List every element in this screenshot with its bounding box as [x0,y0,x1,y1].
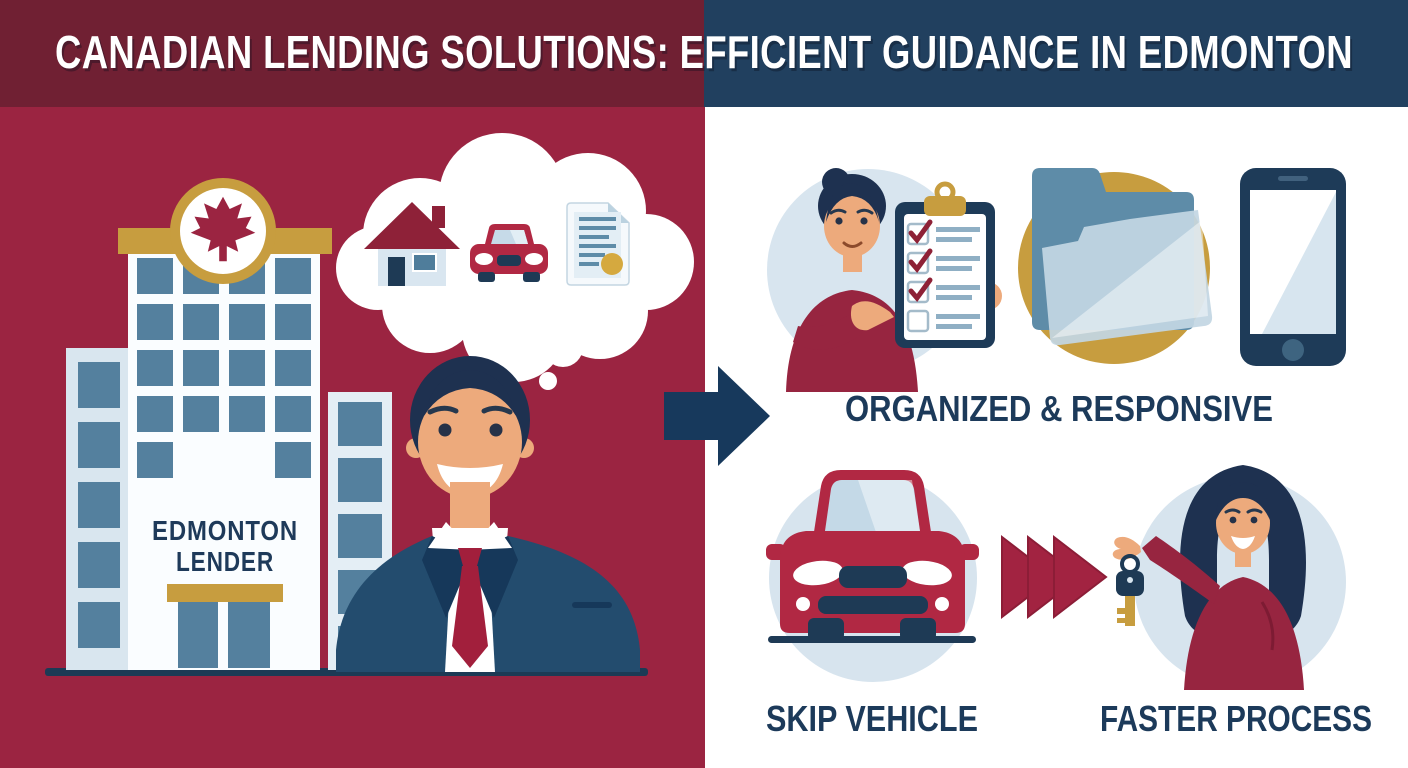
organized-group: ORGANIZED & RESPONSIVE [767,168,1346,429]
man-pocket-line [572,602,612,608]
bubble-trail-large [543,327,583,367]
banner-title: CANADIAN LENDING SOLUTIONS: EFFICIENT GU… [55,26,1353,78]
check-mark [908,277,933,303]
bubble-trail-small [539,372,557,390]
transition-arrow-icon [664,366,770,466]
phone-speaker [1278,176,1308,181]
man-lapel-left [422,536,472,618]
woman-with-keys [1112,465,1307,690]
checklist-rows [906,219,980,333]
empty-checkbox [906,309,930,333]
maple-leaf-medallion [170,178,276,284]
background-building-left [66,348,132,670]
man-eye-right [489,423,503,437]
check-mark [908,219,933,245]
headlight-left [793,560,843,586]
wheel-right [900,618,936,641]
skip-vehicle-group: SKIP VEHICLE [766,470,979,739]
man-tie [452,548,488,668]
organized-label: ORGANIZED & RESPONSIVE [845,388,1273,429]
headlight-right [902,560,952,586]
faster-process-group: FASTER PROCESS [1100,465,1372,739]
car-icon [470,224,548,282]
man-lapel-right [468,536,518,618]
clipboard-clip [924,196,966,216]
window-grid [78,362,120,648]
lender-building: EDMONTON LENDER [118,178,332,670]
key-icon [1116,554,1144,626]
bumper [818,596,928,614]
building-sign-line1: EDMONTON [152,515,298,546]
woman-face [1216,492,1270,554]
maple-leaf-icon [190,196,256,262]
check-mark [908,248,933,274]
smartphone-icon [1240,168,1346,366]
wheel-left [808,618,844,641]
banner-left-half [0,0,704,107]
man-neck [450,482,490,532]
banner-right-half [704,0,1408,107]
entrance-door-right [228,602,270,668]
advisor-man [336,356,640,672]
skip-vehicle-label: SKIP VEHICLE [766,698,978,739]
left-scene: EDMONTON LENDER [45,133,694,676]
folder-icon [1018,168,1213,364]
car-front-icon [766,470,979,643]
faster-process-label: FASTER PROCESS [1100,698,1372,739]
folder-front [1042,210,1213,346]
banner-title-shadow: CANADIAN LENDING SOLUTIONS: EFFICIENT GU… [57,29,1355,81]
windshield [824,480,921,538]
man-collar-left [428,522,472,550]
right-scene: ORGANIZED & RESPONSIVE [766,168,1372,739]
man-suit-right [488,536,640,672]
pointing-hand [850,301,894,331]
man-eyebrow-left [427,405,459,415]
document-icon [566,202,630,286]
man-suit-left [336,536,452,672]
man-collar-right [468,522,512,550]
building-sign-line2: LENDER [176,546,274,577]
entrance-door-left [178,602,218,668]
man-eyebrow-right [481,405,513,415]
document-text-lines [579,217,616,266]
document-gold-seal [601,253,623,275]
clipboard-checklist-icon [895,181,995,348]
building-sign: EDMONTON LENDER [152,515,298,577]
woman-smile [1231,536,1255,549]
fast-forward-icon [1001,534,1108,620]
entrance-awning [167,584,283,602]
banner: CANADIAN LENDING SOLUTIONS: EFFICIENT GU… [0,0,1408,107]
thought-bubble [336,133,694,390]
house-icon [364,202,460,286]
woman-hand [1112,536,1141,560]
person-smile [842,241,863,248]
phone-home-button [1282,339,1304,361]
woman-arm [1142,536,1220,604]
car-ground-line [768,636,976,643]
woman-top [1184,577,1304,690]
window-grid [137,258,311,478]
man-eye-left [438,423,452,437]
grille [839,566,907,588]
